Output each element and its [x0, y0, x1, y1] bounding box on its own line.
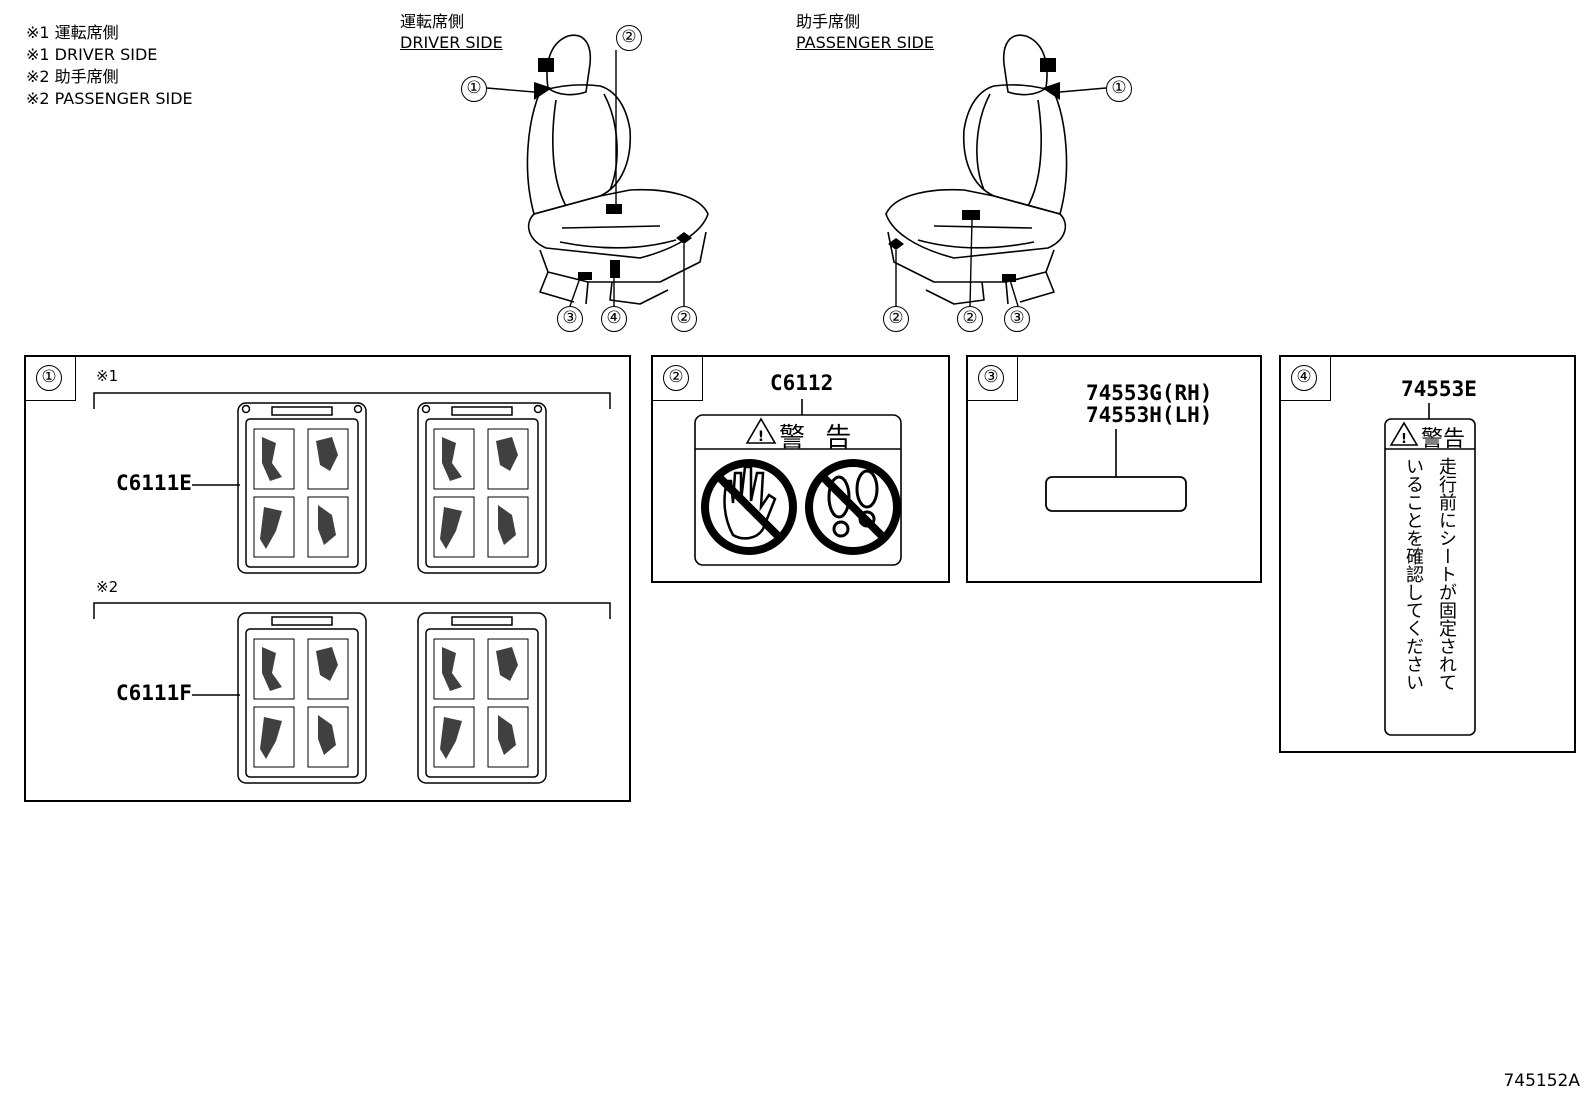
callout-1-driver: ①: [461, 76, 487, 102]
panel-1: ① ※1 ※2 C6111E C6111F: [24, 355, 631, 802]
callout-2-passenger-b: ②: [957, 306, 983, 332]
label-74553g-h: [1045, 429, 1187, 512]
legend-line-4: ※2 PASSENGER SIDE: [26, 89, 193, 108]
figure-id: 745152A: [1503, 1071, 1580, 1091]
callout-3-passenger: ③: [1004, 306, 1030, 332]
panel-1-index: ①: [36, 365, 62, 391]
callout-4-driver: ④: [601, 306, 627, 332]
group-1-mark: ※1: [96, 367, 119, 385]
panel-4-index: ④: [1291, 365, 1317, 391]
warning-title: 警 告: [779, 423, 858, 453]
part-number-c6111e: C6111E: [116, 471, 192, 495]
passenger-side-jp: 助手席側: [796, 12, 861, 31]
legend-line-1: ※1 運転席側: [26, 23, 119, 42]
panel-3-tab: ③: [968, 357, 1018, 401]
driver-side-jp: 運転席側: [400, 12, 465, 31]
passenger-side-en: PASSENGER SIDE: [796, 33, 934, 52]
no-step-icon: [805, 459, 901, 555]
part-number-74553h: 74553H(LH): [1086, 403, 1213, 427]
callout-1-passenger: ①: [1106, 76, 1132, 102]
legend-line-3: ※2 助手席側: [26, 67, 119, 86]
panel-2-tab: ②: [653, 357, 703, 401]
svg-text:!: !: [1401, 432, 1407, 447]
warning-text-column-2: いることを確認してください: [1403, 457, 1424, 691]
panel-1-labels-drawing: [93, 392, 611, 784]
callout-2-driver-bottom: ②: [671, 306, 697, 332]
panel-3-index: ③: [978, 365, 1004, 391]
panel-3: ③ 74553G(RH) 74553H(LH): [966, 355, 1262, 583]
driver-side-heading: 運転席側 DRIVER SIDE: [400, 11, 503, 53]
group-2-mark: ※2: [96, 578, 119, 596]
panel-4: ④ 74553E ! 警告 走行前にシートが固定されて いることを確認してくださ…: [1279, 355, 1576, 753]
legend: ※1 運転席側 ※1 DRIVER SIDE ※2 助手席側 ※2 PASSEN…: [26, 22, 193, 110]
part-number-74553g: 74553G(RH): [1086, 381, 1213, 405]
passenger-side-heading: 助手席側 PASSENGER SIDE: [796, 11, 934, 53]
warning-label-c6112: !: [694, 399, 902, 566]
driver-side-en: DRIVER SIDE: [400, 33, 503, 52]
panel-2: ② C6112 警 告 !: [651, 355, 950, 583]
panel-4-tab: ④: [1281, 357, 1331, 401]
no-hand-icon: [701, 459, 797, 555]
callout-2-driver-top: ②: [616, 25, 642, 51]
warning-label-74553e: !: [1384, 403, 1476, 736]
callout-2-passenger-a: ②: [883, 306, 909, 332]
legend-line-2: ※1 DRIVER SIDE: [26, 45, 158, 64]
panel-2-index: ②: [663, 365, 689, 391]
panel-1-tab: ①: [26, 357, 76, 401]
part-number-74553e: 74553E: [1401, 377, 1477, 401]
part-number-c6111f: C6111F: [116, 681, 192, 705]
part-number-c6112: C6112: [770, 371, 834, 395]
svg-text:!: !: [758, 429, 764, 445]
callout-3-driver: ③: [557, 306, 583, 332]
warning-text-column-1: 走行前にシートが固定されて: [1436, 457, 1457, 691]
warning-title-jp: 警告: [1421, 427, 1466, 452]
